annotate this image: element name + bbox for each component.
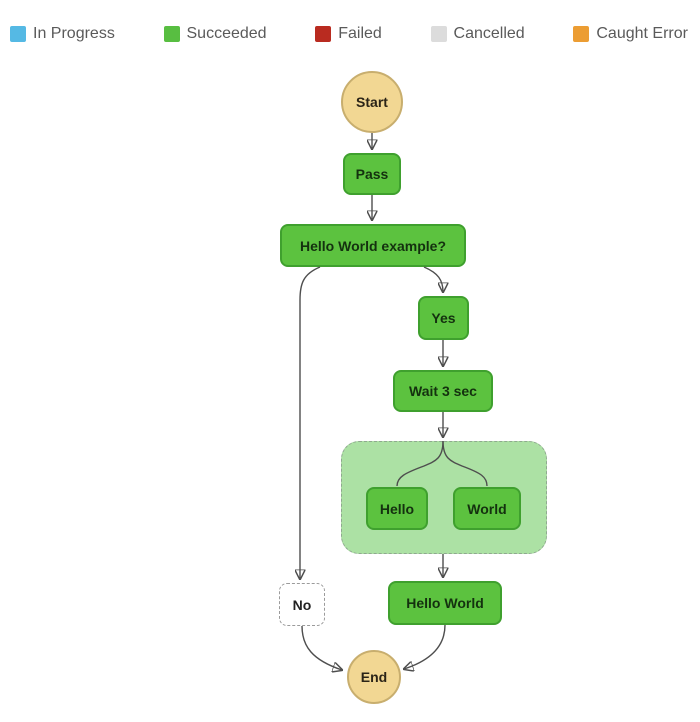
node-choice-hello-world-example[interactable]: Hello World example? xyxy=(280,224,466,267)
failed-swatch-icon xyxy=(315,26,332,42)
node-no[interactable]: No xyxy=(279,583,325,626)
legend-item-failed: Failed xyxy=(315,25,382,43)
cancelled-swatch-icon xyxy=(430,26,447,42)
legend-item-cancelled: Cancelled xyxy=(430,25,525,43)
node-start[interactable]: Start xyxy=(341,71,403,133)
edge-choice-to-no xyxy=(300,266,321,579)
in-progress-swatch-icon xyxy=(10,26,26,42)
legend-item-in-progress: In Progress xyxy=(10,25,115,43)
node-end[interactable]: End xyxy=(347,650,401,704)
succeeded-swatch-icon xyxy=(163,26,180,42)
status-legend: In Progress Succeeded Failed Cancelled C… xyxy=(10,25,688,43)
legend-label: Caught Error xyxy=(596,25,688,42)
node-hello-world[interactable]: Hello World xyxy=(388,581,502,625)
node-pass[interactable]: Pass xyxy=(343,153,401,195)
edge-hello-world-to-end xyxy=(404,624,446,669)
edge-no-to-end xyxy=(301,625,342,670)
legend-item-caught-error: Caught Error xyxy=(573,25,688,43)
legend-label: In Progress xyxy=(33,25,115,42)
edge-choice-to-yes xyxy=(423,266,443,292)
legend-label: Succeeded xyxy=(186,25,267,42)
node-wait-3-sec[interactable]: Wait 3 sec xyxy=(393,370,493,412)
node-world[interactable]: World xyxy=(453,487,521,530)
caught-error-swatch-icon xyxy=(573,26,590,42)
legend-label: Cancelled xyxy=(453,25,525,42)
legend-label: Failed xyxy=(338,25,382,42)
legend-item-succeeded: Succeeded xyxy=(163,25,267,43)
node-yes[interactable]: Yes xyxy=(418,296,469,340)
node-hello[interactable]: Hello xyxy=(366,487,428,530)
